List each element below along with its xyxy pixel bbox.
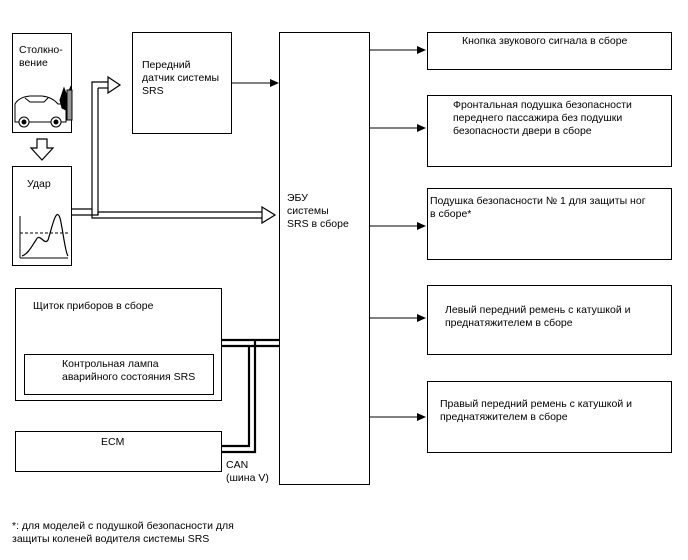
front-sensor-box	[132, 32, 232, 134]
footnote: *: для моделей с подушкой безопасности д…	[12, 520, 234, 545]
impact-box	[12, 166, 72, 266]
collision-label: Столкно- вение	[19, 44, 63, 69]
output-label-knee-airbag: Подушка безопасности № 1 для защиты ног …	[430, 195, 646, 220]
can-bus-label: CAN (шина V)	[226, 459, 269, 484]
car-crash-icon	[14, 85, 73, 128]
impact-label: Удар	[27, 178, 51, 190]
output-label-left-belt: Левый передний ремень с катушкой и предн…	[445, 304, 631, 329]
warning-lamp-label: Контрольная лампа аварийного состояния S…	[62, 358, 196, 383]
output-label-right-belt: Правый передний ремень с катушкой и пред…	[440, 398, 633, 423]
instrument-cluster-label: Щиток приборов в сборе	[33, 300, 154, 312]
warning-lamp-box	[24, 354, 214, 395]
ecm-label: ECM	[101, 436, 125, 448]
output-box-right-belt	[427, 381, 672, 453]
output-box-knee-airbag	[427, 188, 672, 260]
output-box-left-belt	[427, 285, 672, 355]
impact-signal-arrows	[72, 75, 277, 225]
output-label-passenger-airbag: Фронтальная подушка безопасности передне…	[453, 99, 632, 137]
ecu-label: ЭБУ системы SRS в сборе	[287, 192, 349, 230]
output-box-passenger-airbag	[427, 95, 672, 167]
output-label-horn: Кнопка звукового сигнала в сборе	[462, 35, 628, 47]
output-box-horn	[427, 32, 672, 70]
down-arrow-icon	[29, 138, 55, 161]
can-bus-wires	[222, 338, 279, 454]
impact-graph-icon	[19, 214, 69, 259]
ecu-output-arrows	[370, 46, 426, 421]
front-sensor-label: Передний датчик системы SRS	[142, 59, 220, 97]
ecu-box	[279, 32, 370, 485]
ecm-box	[15, 431, 222, 472]
